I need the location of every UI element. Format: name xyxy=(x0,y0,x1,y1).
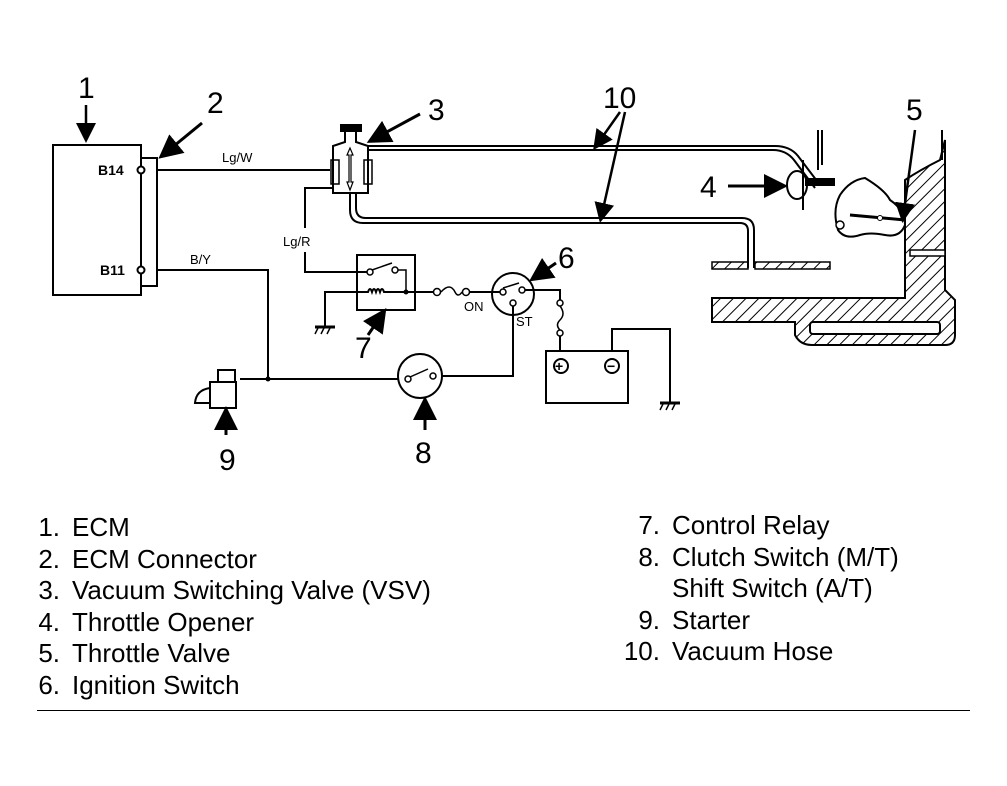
pin-b14-terminal xyxy=(136,165,146,175)
callout-6: 6 xyxy=(529,242,575,282)
wire-ignition-battery xyxy=(525,289,564,351)
legend-item: 5. Throttle Valve xyxy=(22,638,431,670)
callout-1: 1 xyxy=(76,72,96,143)
legend-number: 2. xyxy=(38,543,60,574)
battery-negative-terminal xyxy=(604,358,620,374)
control-relay xyxy=(356,254,416,311)
legend-item: 1. ECM xyxy=(22,512,431,544)
svg-text:ST: ST xyxy=(516,314,533,329)
battery-positive-terminal xyxy=(553,358,569,374)
svg-text:B/Y: B/Y xyxy=(190,252,211,267)
legend-label: Throttle Valve xyxy=(72,638,231,668)
svg-text:8: 8 xyxy=(415,437,432,470)
svg-text:Lg/R: Lg/R xyxy=(283,234,310,249)
legend-number xyxy=(622,573,660,605)
legend-number: 1. xyxy=(38,512,60,542)
legend-number: 5. xyxy=(38,638,60,668)
pin-b11-terminal xyxy=(136,265,146,275)
svg-text:−: − xyxy=(607,358,615,374)
svg-text:6: 6 xyxy=(558,242,575,275)
throttle-body xyxy=(711,130,956,346)
legend-label: Clutch Switch (M/T) xyxy=(672,541,899,572)
legend-left-column: 1. ECM 2. ECM Connector 3. Vacuum Switching… xyxy=(22,512,431,701)
throttle-opener-circuit-diagram: B14 B11 1 2 Lg/W B/Y 3 Lg/R xyxy=(52,72,956,477)
legend-label: ECM xyxy=(72,512,130,542)
svg-text:3: 3 xyxy=(428,94,445,127)
relay-ground xyxy=(314,291,357,335)
svg-text:7: 7 xyxy=(355,332,372,365)
horizontal-divider xyxy=(37,710,970,711)
legend-number: 10. xyxy=(623,636,660,666)
legend-item: 9. Starter xyxy=(622,605,899,637)
legend-number: 8. xyxy=(638,541,660,572)
legend-number: 4. xyxy=(38,606,60,637)
callout-9: 9 xyxy=(214,406,238,477)
svg-text:ON: ON xyxy=(464,299,484,314)
legend-number: 7. xyxy=(638,510,660,540)
legend-item: 6. Ignition Switch xyxy=(22,670,431,702)
fuse-relay-ignition xyxy=(406,286,500,297)
starter xyxy=(193,369,237,409)
clutch-switch xyxy=(240,306,514,399)
legend-label: Vacuum Hose xyxy=(672,636,834,666)
svg-text:2: 2 xyxy=(207,87,224,120)
legend-item: 3. Vacuum Switching Valve (VSV) xyxy=(22,575,431,607)
legend-item: 7. Control Relay xyxy=(622,510,899,542)
svg-text:4: 4 xyxy=(700,171,717,204)
legend-item: 4. Throttle Opener xyxy=(22,607,431,639)
wire-b-y: B/Y xyxy=(157,252,269,380)
legend-label: Shift Switch (A/T) xyxy=(672,573,873,603)
legend-number: 6. xyxy=(38,669,60,700)
legend-right-column: 7. Control Relay 8. Clutch Switch (M/T) Sh… xyxy=(622,510,899,668)
callout-5: 5 xyxy=(895,94,923,223)
callout-10: 10 xyxy=(593,82,636,223)
wire-lg-w: Lg/W xyxy=(157,150,330,171)
callout-7: 7 xyxy=(355,308,387,365)
callout-4: 4 xyxy=(700,171,788,204)
legend-number: 9. xyxy=(638,604,660,635)
svg-text:+: + xyxy=(555,358,563,374)
callout-8: 8 xyxy=(413,396,437,470)
legend-label: Throttle Opener xyxy=(72,606,255,637)
ecm-connector xyxy=(140,157,158,287)
legend-item: Shift Switch (A/T) xyxy=(622,573,899,605)
legend-item: 8. Clutch Switch (M/T) xyxy=(622,542,899,574)
svg-text:1: 1 xyxy=(78,72,95,105)
legend-label: Ignition Switch xyxy=(72,669,240,700)
legend-label: ECM Connector xyxy=(72,543,257,574)
svg-text:9: 9 xyxy=(219,444,236,477)
svg-text:5: 5 xyxy=(906,94,923,127)
battery: + − xyxy=(545,328,680,411)
vacuum-hose-upper xyxy=(368,145,821,189)
callout-2: 2 xyxy=(158,87,224,159)
legend-item: 2. ECM Connector xyxy=(22,544,431,576)
legend-label: Vacuum Switching Valve (VSV) xyxy=(72,575,431,605)
throttle-opener xyxy=(786,160,835,210)
pin-b14-label: B14 xyxy=(98,162,124,178)
legend-label: Control Relay xyxy=(672,510,830,540)
ecm-unit: B14 B11 xyxy=(52,144,158,296)
pin-b11-label: B11 xyxy=(100,262,125,278)
callout-3: 3 xyxy=(366,94,445,143)
wire-lg-r: Lg/R xyxy=(283,187,370,273)
throttle-valve xyxy=(834,176,907,238)
svg-text:10: 10 xyxy=(603,82,636,115)
legend-label: Starter xyxy=(672,604,751,635)
legend-item: 10. Vacuum Hose xyxy=(622,636,899,668)
legend-number: 3. xyxy=(38,575,60,605)
svg-text:Lg/W: Lg/W xyxy=(222,150,253,165)
ignition-switch: ON ST xyxy=(464,272,535,329)
vacuum-switching-valve xyxy=(330,124,373,194)
vacuum-hose-lower xyxy=(349,193,755,268)
